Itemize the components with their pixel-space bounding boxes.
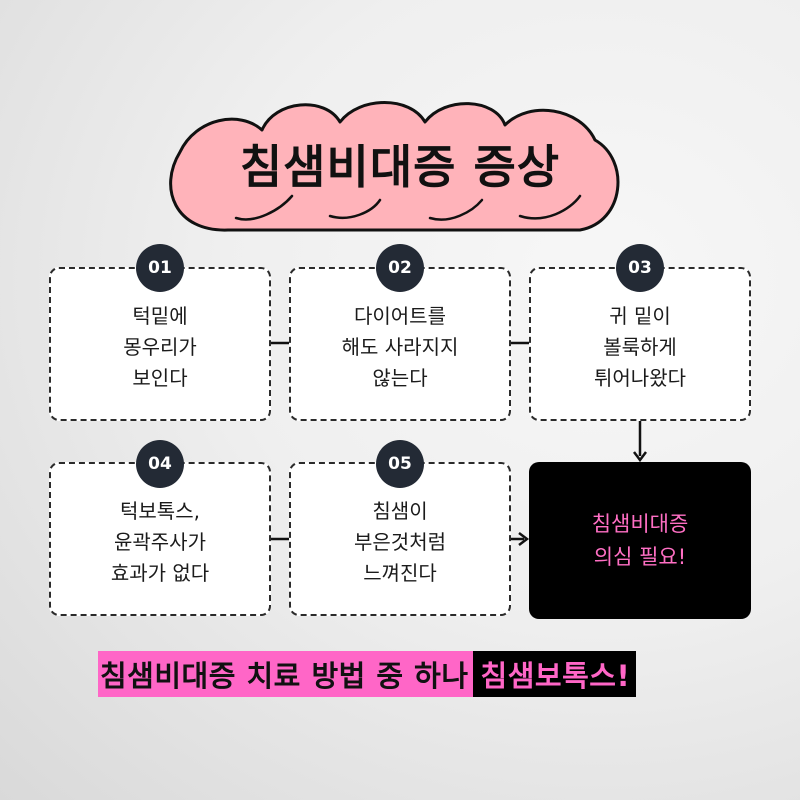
step-text-01: 턱밑에 몽우리가 보인다 <box>123 303 197 390</box>
step-badge-04: 04 <box>136 440 184 488</box>
page-title: 침샘비대증 증상 <box>239 140 561 194</box>
result-text: 침샘비대증 의심 필요! <box>591 511 689 569</box>
step-card-03: 귀 밑이 볼룩하게 튀어나왔다 <box>529 267 751 421</box>
footer-highlight-text: 침샘비대증 치료 방법 중 하나 <box>98 651 473 697</box>
step-badge-03: 03 <box>616 244 664 292</box>
step-text-05: 침샘이 부은것처럼 느껴진다 <box>354 498 446 585</box>
step-text-04: 턱보톡스, 윤곽주사가 효과가 없다 <box>110 498 210 585</box>
result-box: 침샘비대증 의심 필요! <box>529 462 751 619</box>
step-badge-01: 01 <box>136 244 184 292</box>
step-badge-05: 05 <box>376 440 424 488</box>
step-text-02: 다이어트를 해도 사라지지 않는다 <box>341 303 459 390</box>
step-badge-02: 02 <box>376 244 424 292</box>
step-card-01: 턱밑에 몽우리가 보인다 <box>49 267 271 421</box>
step-text-03: 귀 밑이 볼룩하게 튀어나왔다 <box>594 303 686 390</box>
footer-banner: 침샘비대증 치료 방법 중 하나 침샘보톡스! <box>98 651 637 697</box>
footer-emphasis-text: 침샘보톡스! <box>472 651 637 697</box>
step-card-05: 침샘이 부은것처럼 느껴진다 <box>289 462 511 616</box>
